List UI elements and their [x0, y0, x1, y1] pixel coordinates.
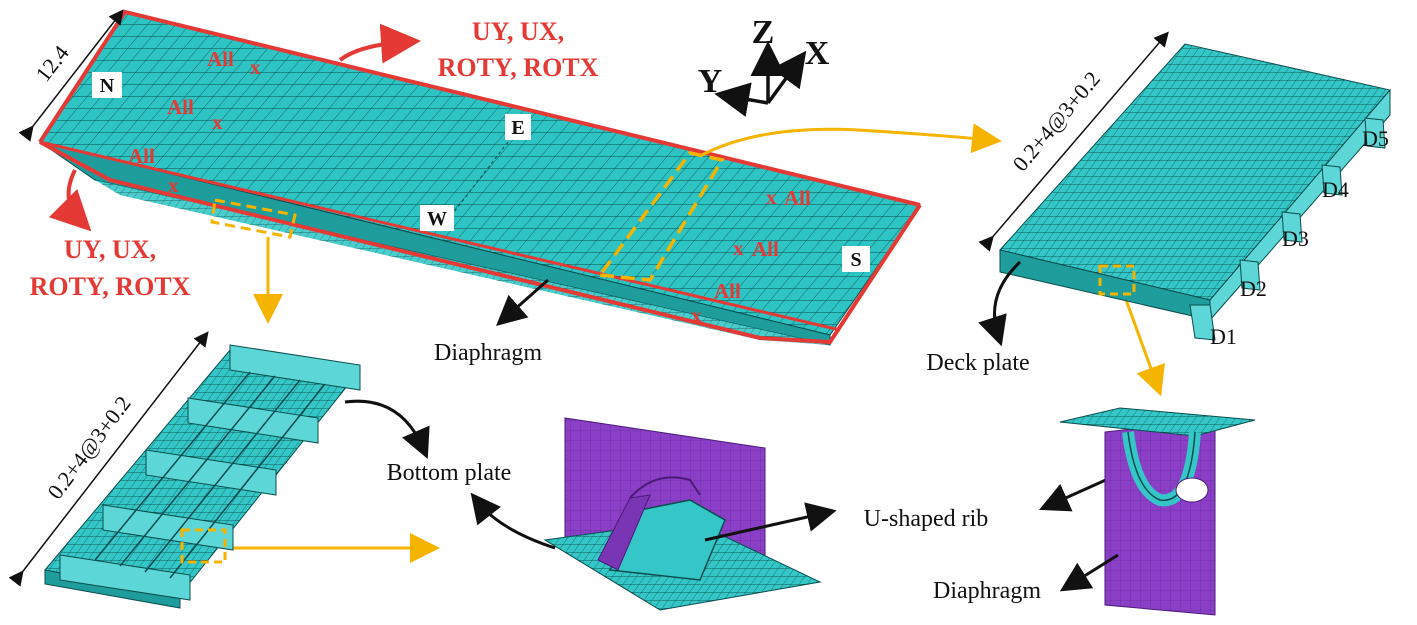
label-d2: D2: [1240, 276, 1267, 301]
svg-text:N: N: [100, 75, 115, 97]
rib-diaphragm-detail: [1059, 407, 1256, 616]
bottom-plate-arrow-out: [470, 492, 556, 550]
axes-triad: [714, 41, 807, 117]
bc-label-left-line2: ROTY, ROTX: [30, 272, 191, 301]
svg-text:All: All: [714, 279, 741, 303]
label-bottom-plate: Bottom plate: [387, 460, 512, 486]
callout-arrow-rib-detail: [1123, 296, 1165, 397]
svg-text:All: All: [128, 144, 155, 168]
bc-label-top-line2: ROTY, ROTX: [438, 53, 599, 82]
support-arrow-left: [48, 169, 92, 232]
bc-label-top-line1: UY, UX,: [472, 17, 564, 46]
svg-text:x: x: [733, 236, 744, 260]
svg-text:x: x: [168, 173, 179, 197]
u-rib-detail: [543, 417, 822, 611]
svg-text:All: All: [784, 186, 811, 210]
svg-text:S: S: [850, 249, 861, 271]
dim-line-spacing: [978, 31, 1169, 252]
label-deck-plate: Deck plate: [926, 350, 1029, 376]
label-d1: D1: [1210, 324, 1237, 349]
svg-text:x: x: [212, 110, 223, 134]
label-d4: D4: [1322, 177, 1349, 202]
dim-line-width: [18, 9, 124, 142]
svg-text:E: E: [511, 117, 524, 139]
support-arrow-top: [338, 23, 421, 64]
dim-line-spacing-bottom: [8, 331, 209, 587]
marker-s: S: [842, 246, 870, 272]
axis-label-z: Z: [752, 14, 775, 51]
marker-w: W: [420, 205, 454, 231]
label-diaphragm-detail: Diaphragm: [933, 578, 1041, 604]
label-d3: D3: [1282, 226, 1309, 251]
marker-e: E: [505, 114, 531, 140]
bottom-plate-arrow-in: [344, 399, 430, 460]
svg-text:W: W: [427, 208, 447, 230]
diaphragm-arrow-main: [496, 278, 549, 326]
bottom-plate-model: [44, 344, 361, 609]
label-diaphragm-main: Diaphragm: [434, 340, 542, 366]
svg-text:All: All: [752, 237, 779, 261]
svg-text:x: x: [250, 55, 261, 79]
svg-text:All: All: [167, 95, 194, 119]
marker-n: N: [92, 72, 122, 98]
label-d5: D5: [1362, 126, 1389, 151]
svg-text:x: x: [691, 303, 702, 327]
axis-label-y: Y: [698, 63, 723, 100]
svg-text:x: x: [766, 185, 777, 209]
callout-arrow-deck: [701, 123, 1002, 157]
dim-width: 12.4: [30, 41, 73, 87]
svg-text:All: All: [207, 47, 234, 71]
label-u-rib: U-shaped rib: [864, 506, 989, 532]
bc-label-left-line1: UY, UX,: [64, 235, 156, 264]
diaphragm-arrow-detail: [1059, 553, 1119, 592]
axis-label-x: X: [805, 35, 830, 72]
u-rib-arrow-left: [704, 502, 837, 542]
deck-plate-arrow: [978, 260, 1022, 347]
